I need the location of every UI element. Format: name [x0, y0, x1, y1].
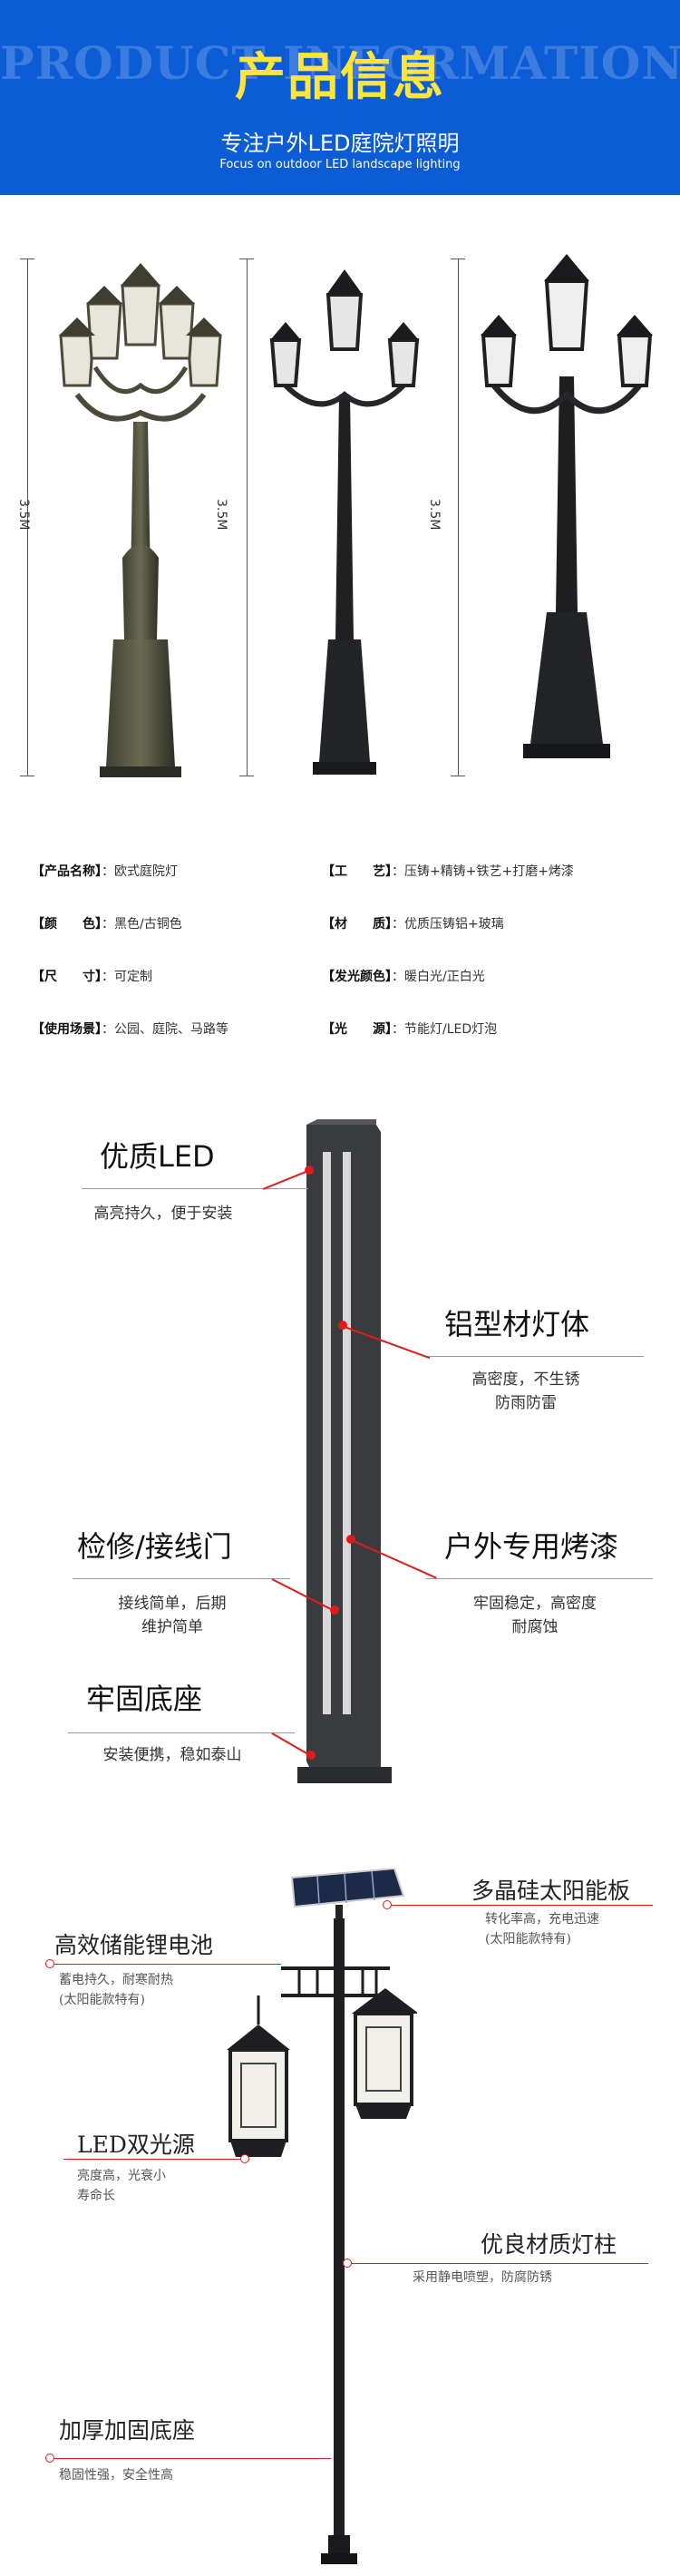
dual-led-desc: 亮度高，光衰小 寿命长: [77, 2169, 166, 2203]
solar-lamp-image: [227, 1869, 417, 2564]
battery-leader: [45, 1964, 281, 1965]
lamp-image-three-head-ornate: [481, 254, 653, 758]
page-subtitle-en: Focus on outdoor LED landscape lighting: [219, 158, 461, 171]
feature-led-title: 优质LED: [100, 1139, 215, 1174]
feature-paint-dot: [346, 1535, 355, 1544]
feature-door-title: 检修/接线门: [77, 1529, 232, 1564]
pole-title: 优良材质灯柱: [481, 2231, 617, 2258]
lamp-image-five-head: [59, 263, 222, 777]
height-label: 3.5M: [16, 499, 31, 531]
lamp-gallery: 3.5M 3.5M 3.5M: [0, 195, 680, 812]
solar-panel-desc: 转化率高，充电迅速 (太阳能款特有): [485, 1912, 599, 1947]
feature-paint-title: 户外专用烤漆: [444, 1529, 619, 1564]
feature-door-underline: [73, 1578, 290, 1579]
feature-base-dot: [306, 1751, 316, 1760]
feature-paint-underline: [426, 1578, 653, 1579]
solar-base-title: 加厚加固底座: [59, 2417, 196, 2444]
spec-usage: 【使用场景】：公园、庭院、马路等: [32, 1022, 228, 1037]
spec-craft: 【工 艺】：压铸+精铸+铁艺+打磨+烤漆: [322, 864, 574, 879]
modern-pole-image: [297, 1119, 392, 1783]
spec-table: 【产品名称】：欧式庭院灯 【工 艺】：压铸+精铸+铁艺+打磨+烤漆 【颜 色】：…: [0, 862, 680, 1052]
spec-size: 【尺 寸】：可定制: [32, 970, 152, 984]
height-dimension-line: [247, 259, 248, 776]
solar-panel-leader: [390, 1905, 653, 1906]
feature-base-underline: [68, 1732, 295, 1733]
spec-light-color: 【发光颜色】：暖白光/正白光: [322, 970, 485, 984]
solar-lamp-section: 多晶硅太阳能板 转化率高，充电迅速 (太阳能款特有) 高效储能锂电池 蓄电持久，…: [0, 1850, 680, 2576]
header-background-word: PRODUCT INFORMATION: [0, 36, 680, 90]
dual-led-leader: [63, 2159, 245, 2160]
feature-alu-dot: [338, 1321, 347, 1330]
pole-leader: [349, 2263, 648, 2264]
spec-product-name: 【产品名称】：欧式庭院灯: [32, 864, 178, 879]
modern-pole-section: 优质LED 高亮持久，便于安装 铝型材灯体 高密度，不生锈 防雨防雷 检修/接线…: [0, 1098, 680, 1805]
spec-color: 【颜 色】：黑色/古铜色: [32, 917, 182, 932]
spec-light-source: 【光 源】：节能灯/LED灯泡: [322, 1022, 498, 1037]
height-label: 3.5M: [427, 499, 442, 531]
feature-base-title: 牢固底座: [86, 1682, 203, 1716]
battery-desc: 蓄电持久，耐寒耐热 (太阳能款特有): [59, 1973, 173, 2007]
pole-dot: [343, 2259, 352, 2268]
feature-alu-desc: 高密度，不生锈 防雨防雷: [471, 1371, 580, 1412]
height-dimension-line: [458, 259, 459, 776]
dual-led-title: LED双光源: [77, 2132, 195, 2158]
feature-door-dot: [330, 1605, 339, 1615]
feature-led-desc: 高亮持久，便于安装: [93, 1205, 233, 1223]
dual-led-dot: [240, 2154, 249, 2163]
feature-led-dot: [305, 1166, 314, 1175]
pole-desc: 采用静电喷塑，防腐防锈: [413, 2270, 552, 2285]
page-title: 产品信息: [235, 48, 445, 107]
feature-alu-title: 铝型材灯体: [444, 1307, 590, 1342]
feature-led-underline: [82, 1188, 308, 1189]
feature-paint-desc: 牢固稳定，高密度 耐腐蚀: [473, 1595, 597, 1636]
feature-alu-underline: [426, 1356, 644, 1357]
solar-base-desc: 稳固性强，安全性高: [59, 2468, 173, 2483]
solar-base-dot: [45, 2454, 54, 2463]
battery-title: 高效储能锂电池: [54, 1932, 214, 1958]
lamp-image-three-head: [269, 269, 420, 775]
solar-panel-dot: [383, 1900, 392, 1909]
header-banner: PRODUCT INFORMATION 产品信息 专注户外LED庭院灯照明 Fo…: [0, 0, 680, 195]
feature-door-desc: 接线简单，后期 维护简单: [118, 1595, 227, 1636]
spec-material: 【材 质】：优质压铸铝+玻璃: [322, 917, 504, 932]
solar-panel-title: 多晶硅太阳能板: [471, 1878, 631, 1904]
battery-dot: [45, 1959, 54, 1968]
feature-base-desc: 安装便携，稳如泰山: [102, 1746, 242, 1764]
solar-base-leader: [50, 2458, 331, 2459]
page-subtitle: 专注户外LED庭院灯照明: [220, 131, 460, 156]
height-dimension-line: [27, 259, 28, 776]
